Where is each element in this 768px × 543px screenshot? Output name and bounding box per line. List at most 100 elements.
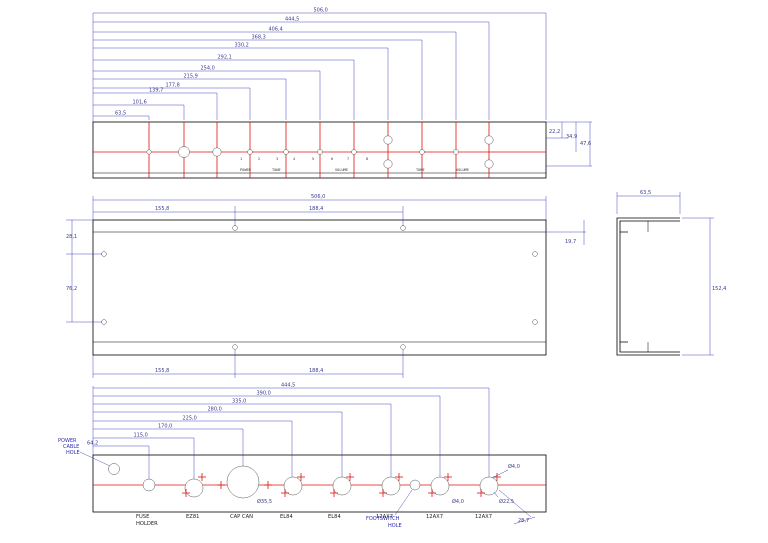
panel-hole	[351, 149, 357, 155]
bottom-chain-label: 390,0	[257, 391, 271, 397]
power-cable-hole	[108, 463, 120, 475]
tube-socket-hole	[226, 465, 260, 499]
side-dim-2: 34,9	[566, 134, 577, 140]
tube-socket-hole	[332, 476, 352, 496]
panel-knob-mark: 5	[312, 157, 314, 161]
top-chain-label: 139,7	[149, 88, 163, 94]
panel-hole	[484, 135, 494, 145]
side-dim-3: 47,6	[580, 141, 591, 147]
tube-socket-hole	[184, 478, 204, 498]
dia-label-3: Ø4,0	[452, 498, 464, 505]
chassis-profile-outline	[616, 217, 680, 356]
chassis-mount-hole	[232, 225, 238, 231]
panel-knob-label: TONE	[272, 168, 281, 172]
panel-hole	[283, 149, 289, 155]
panel-knob-mark: 4	[293, 157, 295, 161]
profile-height-dim: 152,4	[712, 286, 726, 292]
chassis-profile-view: 63,5 152,4	[616, 190, 726, 356]
chassis-plan-view: 506,0 155,8 188,4 155,8 188,4 28,1 76,2 …	[66, 194, 586, 378]
top-chain-label: 177,8	[166, 83, 180, 89]
footswitch-hole	[409, 479, 421, 491]
tube-layout-view: 64,2115,0170,0225,0280,0335,0390,0444,5 …	[58, 383, 547, 529]
top-chain-label: 444,5	[285, 17, 299, 23]
tube-hole-label: EZ81	[186, 514, 199, 520]
chassis-side-hole	[101, 319, 107, 325]
panel-hole	[484, 159, 494, 169]
panel-hole	[383, 135, 393, 145]
panel-knob-label: TONE	[416, 168, 425, 172]
tube-hole-label: 12AX7	[426, 514, 443, 520]
top-chain-label: 330,2	[235, 43, 249, 49]
end-height-dim: 28,1	[66, 234, 77, 240]
bottom-chain-label: 444,5	[281, 383, 295, 389]
tube-socket-hole	[142, 478, 156, 492]
dia-label-1: Ø4,0	[508, 463, 520, 470]
profile-width-dim: 63,5	[640, 190, 651, 196]
panel-knob-mark: 8	[366, 157, 368, 161]
panel-hole	[419, 149, 425, 155]
panel-knob-mark: 3	[276, 157, 278, 161]
panel-knob-mark: 7	[347, 157, 349, 161]
lip-dim: 19,7	[565, 239, 576, 245]
chassis-mount-hole	[400, 225, 406, 231]
left-offset-bottom-dim: 155,8	[155, 368, 169, 374]
chassis-mount-hole	[400, 344, 406, 350]
panel-hole	[247, 149, 253, 155]
hole-spacing-dim: 188,4	[309, 206, 323, 212]
top-chain-label: 101,6	[133, 100, 147, 106]
top-chain-label: 406,4	[269, 27, 283, 33]
tube-hole-label: EL84	[328, 514, 341, 520]
tube-hole-label: 12AX7	[475, 514, 492, 520]
bottom-chain-label: 335,0	[232, 399, 246, 405]
left-offset-dim: 155,8	[155, 206, 169, 212]
bottom-chain-label: 115,0	[134, 433, 148, 439]
panel-hole	[453, 149, 459, 155]
overall-length-dim: 506,0	[311, 194, 325, 200]
tube-hole-label: 12AX7	[376, 514, 393, 520]
dia-label-2: Ø22,5	[499, 498, 514, 505]
bottom-chain-label: 170,0	[158, 424, 172, 430]
top-chain-label: 63,5	[115, 111, 126, 117]
front-panel-view: 63,5101,6139,7177,8215,9254,0292,1330,23…	[92, 8, 592, 179]
chassis-outline	[92, 219, 547, 356]
angle-dim: 28,7	[518, 518, 529, 524]
tube-hole-label: CAP CAN	[230, 514, 253, 520]
hole-spacing-bottom-dim: 188,4	[309, 368, 323, 374]
panel-knob-mark: 2	[258, 157, 260, 161]
top-chain-label: 254,0	[201, 66, 215, 72]
tube-socket-hole	[381, 476, 401, 496]
tube-hole-label: EL84	[280, 514, 293, 520]
bottom-chain-label: 280,0	[208, 407, 222, 413]
tube-socket-hole	[479, 476, 499, 496]
tube-socket-hole	[283, 476, 303, 496]
bottom-chain-label: 64,2	[87, 441, 98, 447]
panel-hole	[383, 159, 393, 169]
panel-hole	[212, 147, 222, 157]
panel-hole	[178, 146, 190, 158]
dia-label-4: Ø35,5	[257, 498, 272, 505]
chassis-mount-hole	[232, 344, 238, 350]
top-chain-label: 368,3	[252, 35, 266, 41]
tube-plate-outline	[92, 454, 547, 513]
panel-knob-label: POWER	[240, 168, 252, 172]
chassis-side-hole	[101, 251, 107, 257]
chassis-side-hole	[532, 251, 538, 257]
top-chain-label: 506,0	[314, 8, 328, 14]
panel-knob-mark: 1	[240, 157, 242, 161]
panel-knob-label: VOLUME	[456, 168, 469, 172]
front-panel-outline	[92, 121, 547, 179]
panel-knob-label: VOLUME	[335, 168, 348, 172]
side-dim-1: 22,2	[549, 129, 560, 135]
tube-socket-hole	[430, 476, 450, 496]
top-chain-label: 215,9	[184, 74, 198, 80]
chassis-side-hole	[532, 319, 538, 325]
panel-hole	[146, 149, 152, 155]
vertical-hole-spacing-dim: 76,2	[66, 286, 77, 292]
panel-knob-mark: 6	[331, 157, 333, 161]
bottom-chain-label: 225,0	[183, 416, 197, 422]
top-chain-label: 292,1	[218, 55, 232, 61]
